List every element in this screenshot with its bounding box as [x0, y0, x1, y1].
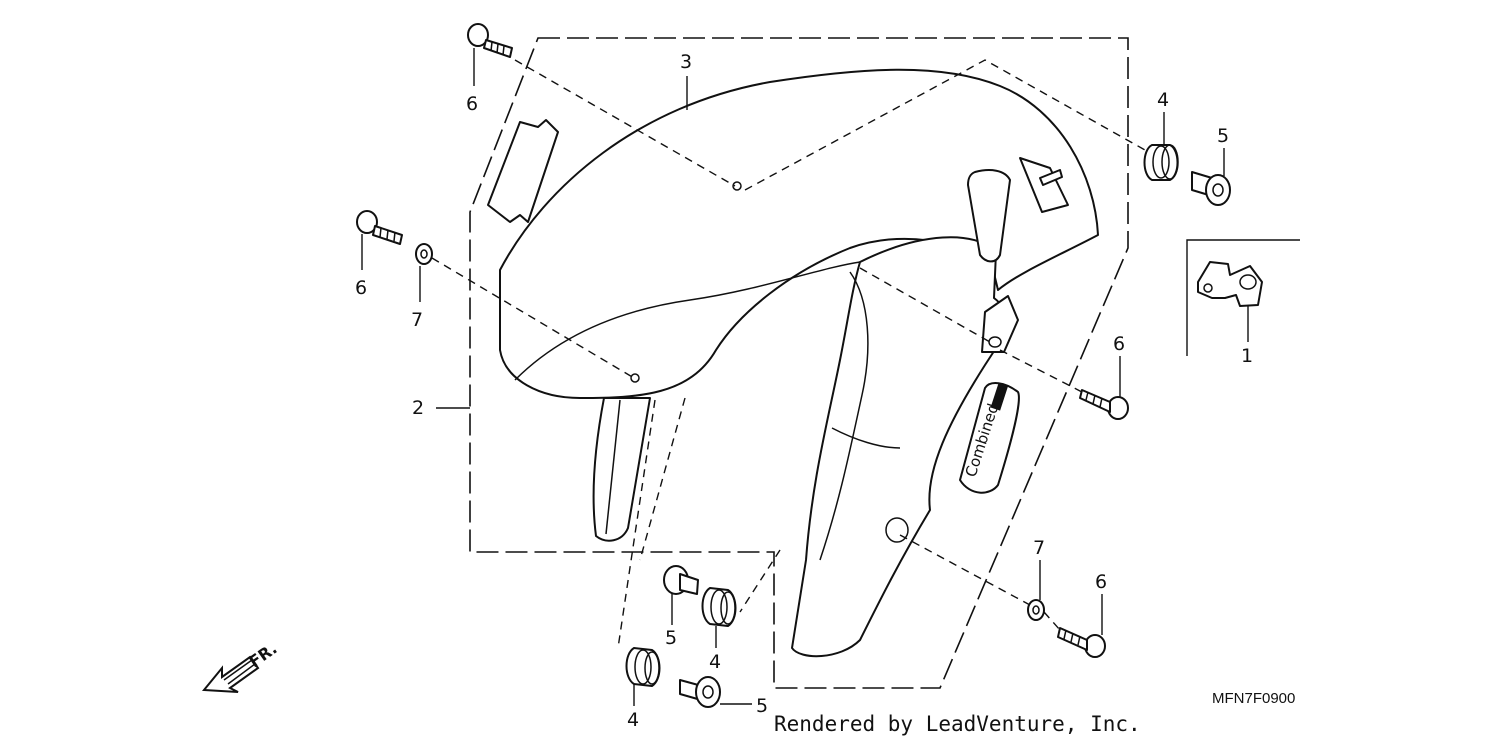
bolt-icon[interactable] [356, 210, 403, 245]
guide-line [739, 549, 781, 613]
fork-guard-right[interactable] [791, 157, 1069, 658]
combined-abs-badge: Combined [959, 382, 1020, 494]
bolt-icon[interactable] [467, 23, 513, 58]
clip-bracket[interactable] [1197, 261, 1263, 307]
guide-line [859, 267, 991, 343]
callout-6: 6 [1113, 333, 1125, 355]
grommet-icon[interactable] [625, 647, 661, 687]
collar-icon[interactable] [1191, 171, 1231, 206]
clip-bracket-frame [1186, 239, 1300, 356]
washer-icon[interactable] [1027, 599, 1045, 621]
callout-4: 4 [709, 651, 721, 673]
washer-icon[interactable] [415, 243, 433, 265]
guide-line [899, 534, 1031, 606]
guide-line [514, 59, 736, 187]
credit-text: Rendered by LeadVenture, Inc. [774, 712, 1141, 736]
guide-line [639, 397, 686, 561]
bolt-icon[interactable] [1057, 627, 1106, 658]
grommet-icon[interactable] [1143, 144, 1179, 181]
fender-sticker [487, 119, 559, 223]
callout-5: 5 [665, 627, 677, 649]
bolt-icon[interactable] [1079, 389, 1129, 420]
callout-7: 7 [411, 309, 423, 331]
bolt-icon [1039, 169, 1063, 186]
diagram-code: MFN7F0900 [1212, 690, 1295, 707]
collar-icon[interactable] [663, 565, 699, 595]
mount-hole [630, 373, 640, 383]
callout-6: 6 [466, 93, 478, 115]
fork-guard-left[interactable] [592, 397, 651, 542]
mount-hole [732, 181, 742, 191]
grommet-icon[interactable] [701, 587, 737, 627]
callout-1: 1 [1241, 345, 1253, 367]
callout-7: 7 [1033, 537, 1045, 559]
callout-5: 5 [756, 695, 768, 717]
callout-3: 3 [680, 51, 692, 73]
callout-4: 4 [627, 709, 639, 731]
guide-line [744, 59, 1146, 191]
collar-icon[interactable] [679, 676, 721, 708]
guide-line [431, 257, 635, 379]
callout-2: 2 [412, 397, 424, 419]
guide-line [999, 349, 1083, 393]
guide-line [1043, 611, 1061, 631]
callout-4: 4 [1157, 89, 1169, 111]
callout-6: 6 [355, 277, 367, 299]
callout-6: 6 [1095, 571, 1107, 593]
front-direction-arrow-icon: FR. [201, 639, 281, 693]
front-fender-shell[interactable] [499, 68, 1099, 399]
callout-5: 5 [1217, 125, 1229, 147]
assembly-outline [469, 37, 1129, 689]
